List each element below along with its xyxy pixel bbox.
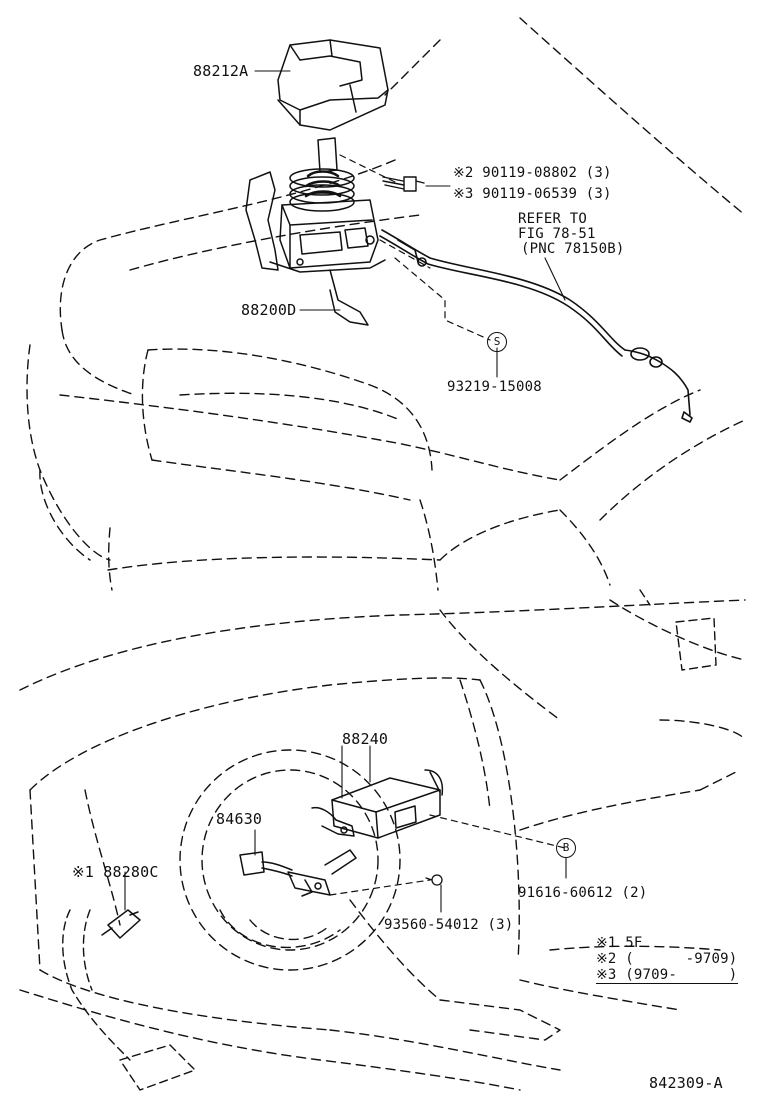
label-refer-to: REFER TO: [518, 211, 588, 227]
leader-lines-top: [254, 70, 566, 378]
label-88240: 88240: [342, 730, 389, 748]
label-88280C: ※1 88280C: [72, 863, 159, 881]
label-refer-pnc: (PNC 78150B): [521, 241, 625, 257]
screw-top: [382, 176, 425, 192]
clutch-switch: [101, 909, 141, 939]
pedal: [62, 909, 196, 1091]
label-88200D: 88200D: [241, 301, 297, 319]
label-84630: 84630: [216, 810, 263, 828]
leader-lines-dashed: [339, 154, 491, 341]
side-panel: [639, 589, 717, 671]
cruise-computer: [311, 769, 444, 839]
cruise-actuator: [245, 137, 386, 326]
label-screw-2: ※2 90119-08802 (3): [453, 165, 612, 181]
label-screw-3: ※3 90119-06539 (3): [453, 186, 612, 202]
label-clip-93219: 93219-15008: [447, 379, 542, 395]
label-bolt-91616: 91616-60612 (2): [518, 885, 648, 901]
leader-lines-bottom: [124, 745, 567, 913]
legend-row-2: ※2 ( -9709): [596, 951, 738, 967]
label-refer-fig: FIG 78-51: [518, 226, 596, 242]
vehicle-body-outline-bottom: [19, 599, 746, 1091]
vehicle-body-outline-top: [26, 17, 746, 591]
legend-row-1: ※1 5F: [596, 935, 643, 951]
control-cable: [379, 229, 693, 423]
leader-lines-bottom-dashed: [329, 814, 566, 896]
label-screw-93560: 93560-54012 (3): [384, 917, 514, 933]
marker-s: S: [487, 332, 507, 352]
steering-wheel: [179, 749, 401, 971]
screw-bottom: [425, 874, 443, 886]
label-88212A: 88212A: [193, 62, 249, 80]
marker-b: B: [556, 838, 576, 858]
legend-row-3: ※3 (9709- ): [596, 967, 738, 984]
actuator-cover: [277, 39, 389, 131]
cruise-switch: [239, 849, 357, 897]
diagram-code: 842309-A: [649, 1074, 723, 1092]
